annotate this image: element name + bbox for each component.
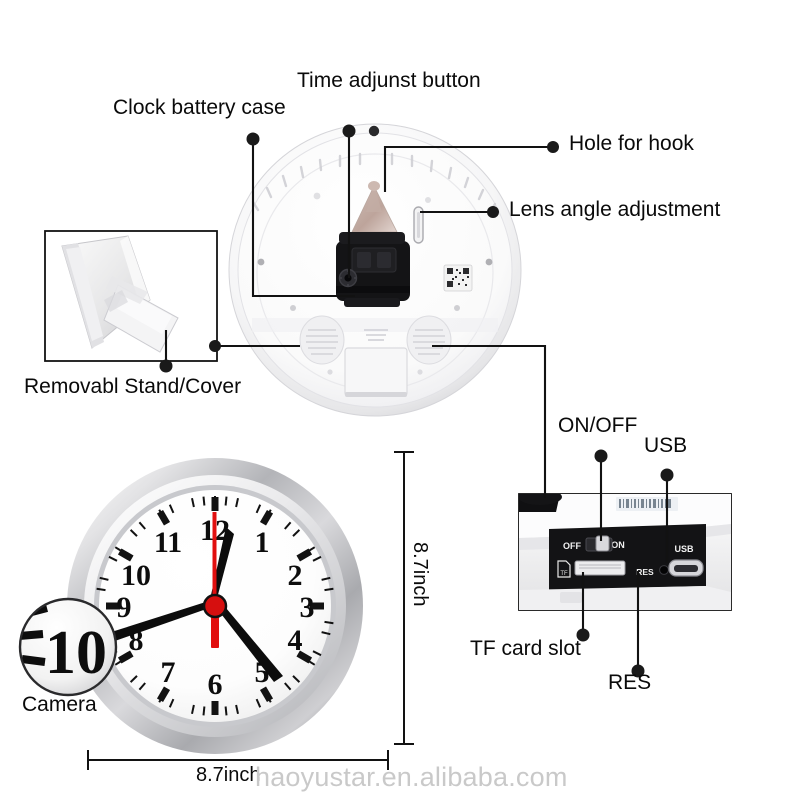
stand-inset [44, 230, 218, 362]
svg-text:ON: ON [611, 540, 625, 550]
callout-label-usb: USB [644, 434, 688, 457]
svg-text:11: 11 [154, 526, 182, 559]
grip-tab-right [406, 315, 452, 365]
leader-dots [159, 124, 674, 678]
dimension-lines [87, 451, 414, 770]
callout-label-time-adjust-button: Time adjunst button [297, 69, 481, 92]
leader-lines [164, 131, 669, 667]
svg-text:6: 6 [208, 668, 223, 701]
svg-text:RES: RES [636, 567, 654, 577]
callout-label-tf-card-slot: TF card slot [470, 637, 581, 660]
svg-text:7: 7 [161, 656, 176, 689]
svg-text:TF: TF [560, 571, 568, 577]
dimension-label-width: 8.7inch [196, 764, 261, 786]
svg-text:2: 2 [288, 559, 303, 592]
hook-hole-dot [368, 125, 380, 137]
callout-label-res: RES [608, 671, 652, 694]
svg-text:10: 10 [45, 619, 107, 687]
clock-front-illustration: 12 1 2 3 4 5 6 7 8 9 10 11 [18, 458, 363, 754]
clock-ticks [96, 496, 334, 716]
watermark: haoyustar.en.alibaba.com [255, 762, 568, 792]
callout-label-hole-for-hook: Hole for hook [569, 132, 694, 155]
clock-hands [105, 512, 283, 682]
qr-sticker [443, 264, 473, 292]
svg-text:4: 4 [288, 624, 303, 657]
camera-magnifier: 10 [18, 597, 118, 697]
clock-back-illustration [228, 123, 522, 417]
battery-door [344, 347, 408, 397]
port-detail-panel: OFF ON TF RES USB [518, 493, 732, 611]
callout-label-removable-stand-cover: Removabl Stand/Cover [24, 375, 242, 398]
svg-text:10: 10 [121, 559, 151, 592]
callout-label-lens-angle-adjustment: Lens angle adjustment [509, 198, 721, 221]
dimension-label-height: 8.7inch [409, 542, 431, 607]
svg-text:3: 3 [300, 591, 315, 624]
callout-label-camera: Camera [22, 693, 97, 716]
grip-tab-left [299, 315, 345, 365]
svg-text:1: 1 [255, 526, 270, 559]
svg-text:USB: USB [674, 544, 694, 554]
svg-text:9: 9 [117, 591, 132, 624]
callout-label-on-off: ON/OFF [558, 414, 638, 437]
callout-label-clock-battery-case: Clock battery case [113, 96, 286, 119]
battery-module [336, 232, 410, 307]
center-vent [364, 329, 388, 341]
svg-text:OFF: OFF [563, 541, 581, 551]
